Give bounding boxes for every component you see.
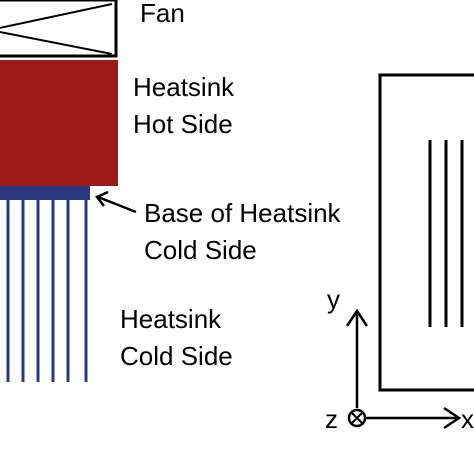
side-view (378, 73, 474, 392)
cold-side-label-line1: Heatsink (120, 304, 222, 334)
fan-box (0, 0, 118, 58)
y-axis-label: y (327, 284, 340, 314)
hot-side-label-line2: Hot Side (133, 109, 233, 139)
x-axis-label: x (461, 404, 474, 434)
fan-label: Fan (140, 0, 185, 28)
fan-blade-line-upper (0, 3, 113, 29)
heatsink-hot-side (0, 60, 118, 186)
base-label-line2: Cold Side (144, 235, 257, 265)
fan-blade-line-lower (0, 30, 113, 55)
cold-side-fins (6, 200, 88, 382)
coordinate-axes: y z x (325, 284, 474, 434)
y-axis-arrowhead (345, 308, 369, 327)
cold-side-label-line2: Cold Side (120, 341, 233, 371)
heatsink-base (0, 186, 90, 200)
z-axis-cross-b (350, 411, 364, 425)
fan (0, 0, 118, 58)
hot-side-label-line1: Heatsink (133, 72, 235, 102)
x-axis-arrowhead (443, 406, 462, 430)
base-pointer-arrow (95, 190, 137, 214)
base-label-line1: Base of Heatsink (144, 198, 342, 228)
side-view-frame (378, 73, 474, 392)
z-axis-label: z (325, 404, 338, 434)
